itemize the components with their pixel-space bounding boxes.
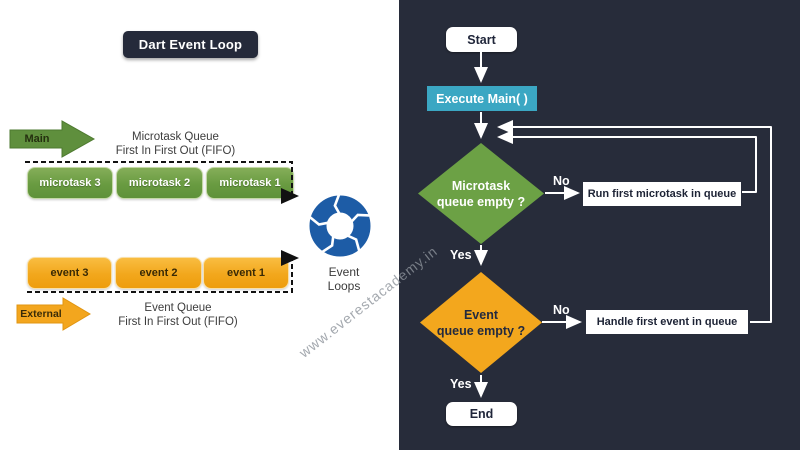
flow-start-node: Start <box>446 27 517 52</box>
diagram-title-text: Dart Event Loop <box>138 37 243 52</box>
event-1-label: event 1 <box>227 267 265 279</box>
event-queue-heading: Event Queue First In First Out (FIFO) <box>103 301 253 329</box>
execute-main-label: Execute Main( ) <box>436 91 528 106</box>
diagram-title: Dart Event Loop <box>123 31 258 58</box>
microtask-2-label: microtask 2 <box>128 177 191 189</box>
event-queue-item: event 3 <box>27 257 112 289</box>
event-2-label: event 2 <box>139 267 178 279</box>
event-loops-label: Event Loops <box>314 265 374 293</box>
event-queue-heading-line1: Event Queue <box>144 302 212 314</box>
flow-run-microtask-node: Run first microtask in queue <box>583 182 741 206</box>
event-yes-label: Yes <box>450 377 472 391</box>
flow-end-node: End <box>446 402 517 426</box>
event-no-label: No <box>553 303 570 317</box>
event-queue-heading-line2: First In First Out (FIFO) <box>118 316 238 328</box>
event-decision-line1: Event <box>463 307 499 322</box>
handle-event-label: Handle first event in queue <box>596 316 738 328</box>
main-arrow-label: Main <box>24 133 50 145</box>
event-queue-item: event 1 <box>203 257 289 289</box>
microtask-queue-item: microtask 2 <box>116 167 203 199</box>
microtask-decision-line1: Microtask <box>451 178 511 193</box>
start-label: Start <box>467 32 496 47</box>
event-loops-line2: Loops <box>327 279 361 293</box>
microtask-queue-heading-line1: Microtask Queue <box>132 131 219 143</box>
flow-execute-main-node: Execute Main( ) <box>427 86 537 111</box>
microtask-3-label: microtask 3 <box>39 177 101 189</box>
flow-handle-event-node: Handle first event in queue <box>586 310 748 334</box>
left-diagram-panel <box>0 0 399 450</box>
microtask-queue-item: microtask 1 <box>206 167 294 199</box>
microtask-queue-heading: Microtask Queue First In First Out (FIFO… <box>93 130 258 158</box>
event-decision-line2: queue empty ? <box>436 323 526 338</box>
end-label: End <box>469 407 494 421</box>
run-microtask-label: Run first microtask in queue <box>587 188 737 200</box>
microtask-decision-line2: queue empty ? <box>436 194 526 209</box>
event-loops-line1: Event <box>328 265 360 279</box>
event-queue-item: event 2 <box>115 257 202 289</box>
microtask-queue-item: microtask 3 <box>27 167 113 199</box>
microtask-1-label: microtask 1 <box>219 177 281 189</box>
external-arrow-label: External <box>20 308 62 320</box>
event-3-label: event 3 <box>50 267 89 279</box>
microtask-no-label: No <box>553 174 570 188</box>
microtask-yes-label: Yes <box>450 248 472 262</box>
microtask-queue-heading-line2: First In First Out (FIFO) <box>115 145 236 157</box>
event-loop-circular-arrows-icon <box>309 194 371 257</box>
